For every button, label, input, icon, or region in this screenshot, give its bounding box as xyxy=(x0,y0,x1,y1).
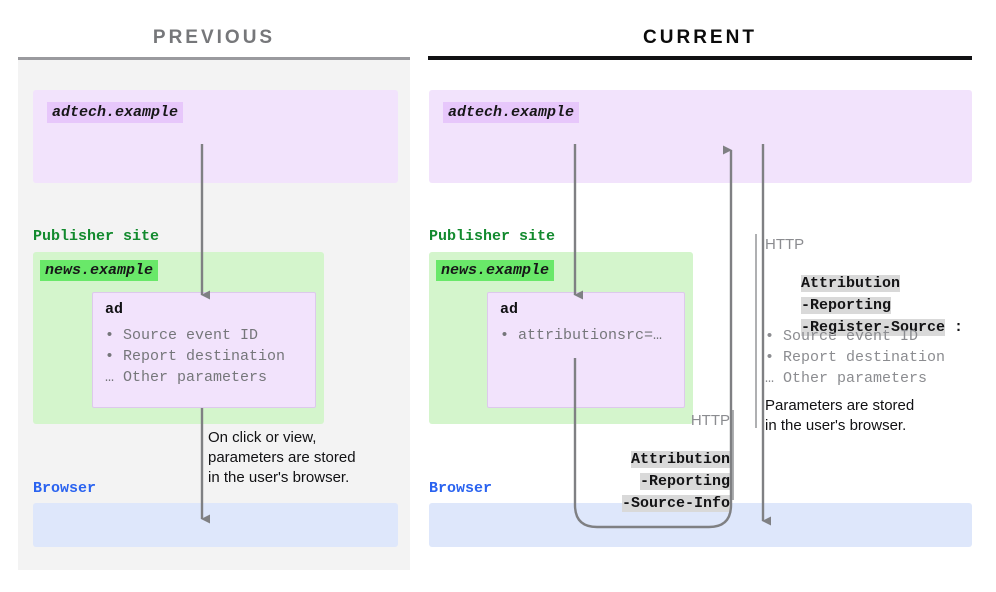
browser-label-current: Browser xyxy=(429,480,493,497)
adtech-domain-chip-previous: adtech.example xyxy=(47,102,184,123)
news-domain-chip-previous: news.example xyxy=(40,260,159,281)
column-title-previous: PREVIOUS xyxy=(152,27,276,48)
column-title-current: CURRENT xyxy=(643,27,757,48)
http-label-response: HTTP xyxy=(765,236,805,253)
browser-label-previous: Browser xyxy=(33,480,97,497)
ad-card-params-previous: • Source event ID • Report destination …… xyxy=(105,327,286,386)
ad-card-params-current: • attributionsrc=… xyxy=(500,327,663,344)
ad-card-heading-current: ad xyxy=(500,301,519,318)
divider-previous xyxy=(18,57,410,60)
response-params-list: • Source event ID • Report destination …… xyxy=(765,328,946,387)
response-header-line-1: Attribution xyxy=(801,275,901,292)
response-header-line-2: -Reporting xyxy=(801,297,892,314)
divider-current xyxy=(428,56,972,61)
browser-zone-previous xyxy=(33,503,398,547)
ad-card-current: ad • attributionsrc=… xyxy=(487,292,685,408)
note-current: Parameters are stored in the user's brow… xyxy=(765,397,915,434)
news-domain-chip-current: news.example xyxy=(436,260,555,281)
ad-card-heading-previous: ad xyxy=(105,301,124,318)
request-header-line-3: -Source-Info xyxy=(621,495,730,512)
http-label-request: HTTP xyxy=(690,412,730,429)
ad-card-previous: ad • Source event ID • Report destinatio… xyxy=(92,292,316,408)
adtech-domain-chip-current: adtech.example xyxy=(443,102,580,123)
publisher-site-label-previous: Publisher site xyxy=(33,228,160,245)
publisher-site-label-current: Publisher site xyxy=(429,228,556,245)
response-header-line-3: -Register-Source : xyxy=(801,319,964,336)
note-previous: On click or view, parameters are stored … xyxy=(208,429,356,486)
